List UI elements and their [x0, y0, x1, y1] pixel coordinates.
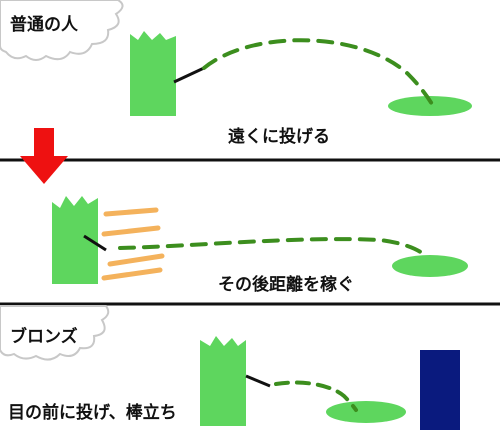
- throw-arm-distance: [83, 234, 107, 252]
- caption-throw-front: 目の前に投げ、棒立ち: [8, 403, 177, 423]
- player-figure-normal: [130, 31, 176, 116]
- throw-trajectory-bronze: [274, 380, 358, 412]
- speed-line-3: [107, 253, 165, 267]
- speed-lines: [101, 207, 165, 281]
- caption-throw-far: 遠くに投げる: [228, 127, 330, 147]
- player-figure-distance: [52, 196, 98, 284]
- landing-spot-bronze: [326, 401, 406, 423]
- panel-header-bronze: ブロンズ: [10, 327, 78, 347]
- throw-arm-normal: [173, 66, 205, 84]
- speed-line-4: [101, 267, 163, 281]
- speed-line-2: [101, 225, 161, 237]
- caption-gain-distance: その後距離を稼ぐ: [218, 275, 354, 295]
- down-arrow-icon: [20, 128, 68, 184]
- landing-spot-normal: [388, 96, 472, 116]
- blocker-rectangle: [420, 350, 460, 430]
- cloud-shape-top: [0, 0, 124, 61]
- panel-header-normal: 普通の人: [10, 15, 78, 35]
- player-figure-bronze: [200, 336, 246, 426]
- throw-trajectory-distance: [118, 237, 428, 258]
- cloud-shape-bronze: [0, 305, 110, 361]
- landing-spot-distance: [392, 255, 468, 277]
- throw-trajectory-normal: [202, 38, 434, 106]
- speed-line-1: [103, 207, 159, 217]
- throw-arm-bronze: [245, 374, 271, 388]
